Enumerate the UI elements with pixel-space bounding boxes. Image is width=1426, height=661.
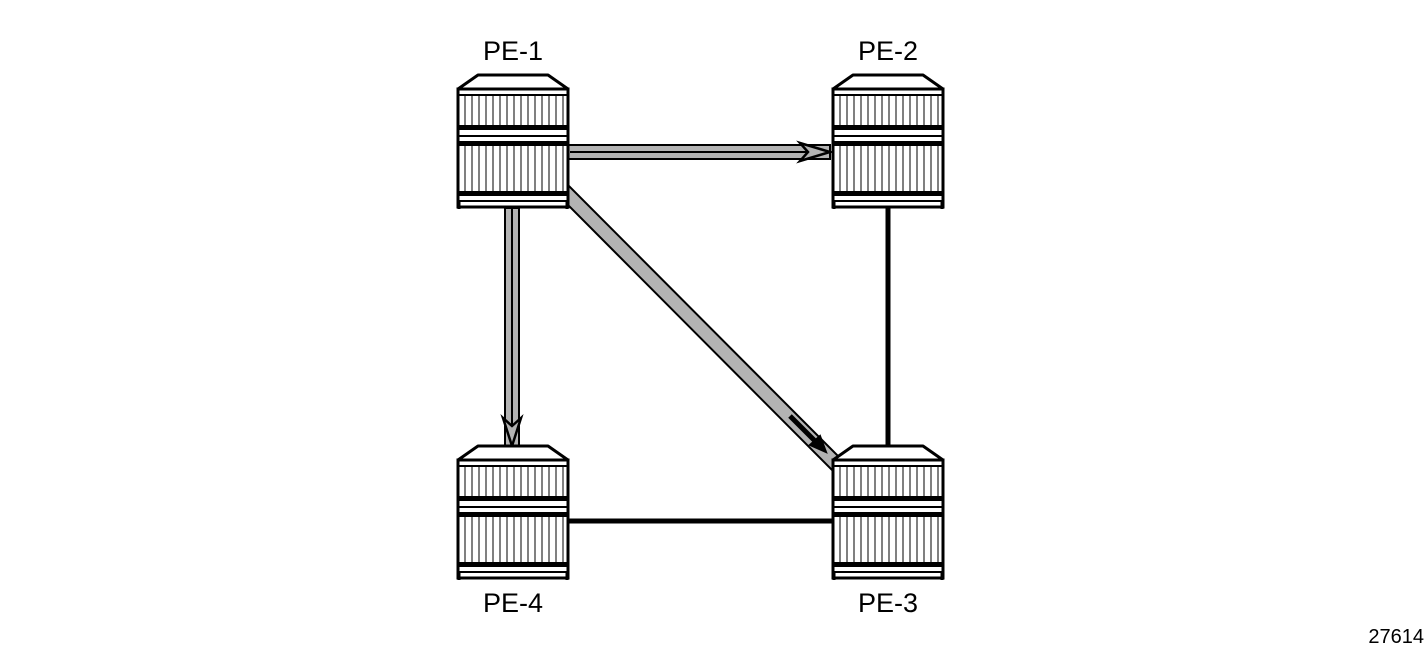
router-pe2 [831,73,945,211]
router-pe3 [831,444,945,582]
node-label-pe3: PE-3 [857,588,919,618]
router-pe4 [456,444,570,582]
router-pe1 [456,73,570,211]
node-label-pe2: PE-2 [857,36,919,66]
figure-id: 27614 [1368,626,1424,648]
tunnel-pe1-pe3 [567,182,844,472]
node-label-pe4: PE-4 [482,588,544,618]
node-label-pe1: PE-1 [482,36,544,66]
tunnel-pe1-pe2 [567,140,835,164]
tunnel-pe1-pe4 [500,207,524,451]
